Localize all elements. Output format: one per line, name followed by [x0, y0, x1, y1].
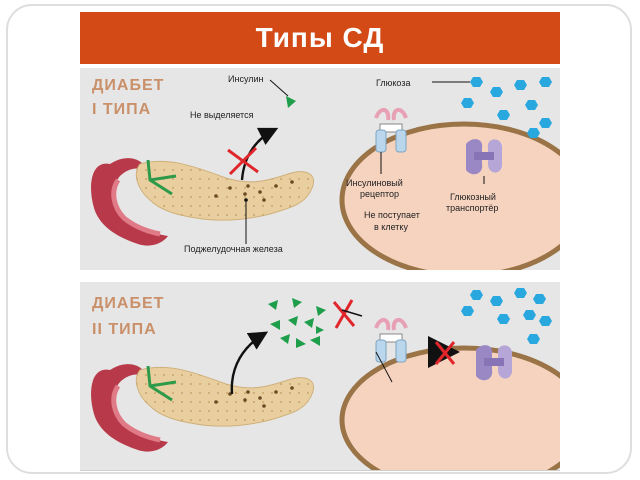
islet-cells-type2 [214, 386, 294, 408]
insulin-receptor-type1 [374, 108, 408, 153]
cell-membrane-type2 [339, 345, 560, 470]
glucose-transporter-type1 [466, 139, 502, 175]
slide-bottom-divider [80, 470, 560, 471]
label-insulin: Инсулин [228, 74, 264, 84]
blocked-x-transport-type2 [434, 341, 456, 365]
bile-duct [146, 159, 177, 196]
cell-membrane-type1 [339, 121, 560, 270]
insulin-molecule [286, 96, 296, 108]
panel-diabetes-type-1: ДИАБЕТ I ТИПА Инсулин Не выделяется [80, 68, 560, 270]
duodenum-outer-type2 [91, 364, 168, 452]
receptor-signal-line-type2 [375, 351, 393, 383]
type2-diagram: ДИАБЕТ II ТИПА [91, 288, 560, 470]
heading-type1-line1: ДИАБЕТ [92, 77, 164, 94]
pancreas-leader-dot [244, 198, 248, 202]
glucose-molecules-type1 [461, 77, 552, 138]
bile-duct-type2 [146, 365, 177, 402]
label-no-entry-line2: в клетку [374, 222, 408, 232]
duodenum-outer [91, 158, 168, 246]
label-not-secreted: Не выделяется [190, 110, 254, 120]
insulin-leader-line [269, 79, 289, 97]
glucose-molecules-type2 [461, 288, 552, 344]
duodenum-inner [111, 178, 161, 237]
heading-type2-line1: ДИАБЕТ [92, 295, 164, 312]
pancreas-texture-type2 [136, 367, 314, 427]
glucose-transporter-type2 [476, 345, 512, 381]
type1-diagram: ДИАБЕТ I ТИПА Инсулин Не выделяется [91, 74, 560, 270]
label-receptor-line1: Инсулиновый [346, 178, 403, 188]
label-transporter-line2: транспортёр [446, 203, 498, 213]
label-transporter-line1: Глюкозный [450, 192, 496, 202]
pancreas-illustration [91, 158, 314, 246]
slide-title: Типы СД [80, 12, 560, 64]
duodenum-inner-type2 [111, 384, 161, 443]
blocked-x-insulin-type2 [332, 299, 356, 329]
label-pancreas: Поджелудочная железа [184, 244, 283, 254]
blocked-x-type1 [227, 146, 259, 176]
label-glucose: Глюкоза [376, 78, 410, 88]
panel-diabetes-type-2: ДИАБЕТ II ТИПА [80, 282, 560, 470]
blocked-arrow-stub-type2 [341, 309, 363, 317]
label-receptor-line2: рецептор [360, 189, 399, 199]
pancreas-texture [136, 161, 314, 221]
pancreas-illustration-type2 [91, 364, 314, 452]
insulin-molecules-type2 [268, 298, 326, 348]
secretion-arrow-type2 [230, 331, 269, 395]
heading-type1-line2: I ТИПА [92, 101, 151, 118]
islet-cells [214, 180, 294, 202]
secretion-arrow [240, 127, 279, 181]
label-no-entry-line1: Не поступает [364, 210, 420, 220]
heading-type2-line2: II ТИПА [92, 321, 157, 338]
insulin-receptor-type2 [374, 318, 408, 363]
